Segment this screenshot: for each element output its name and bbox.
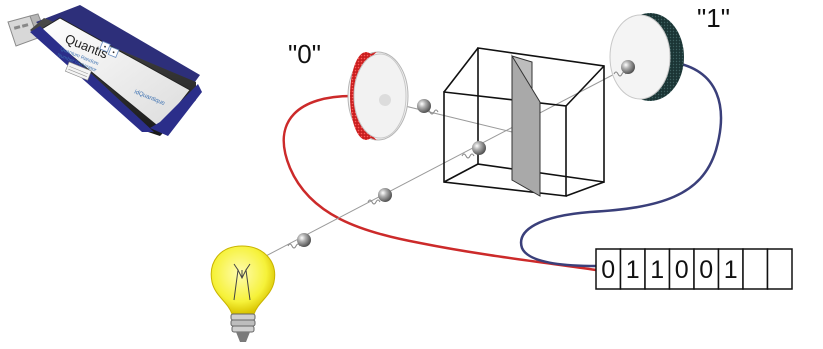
device-info-panel [64,61,92,81]
device-body [30,5,202,136]
bit-value: 1 [650,256,664,284]
photon-icon [417,99,439,115]
zero-detector-label: "0" [288,39,321,69]
bit-cell: 1 [644,248,671,290]
bit-cell: 1 [717,248,744,290]
bit-value: 1 [724,256,738,284]
one-detector-icon [609,13,684,101]
bit-cell: 1 [619,248,646,290]
bit-value: 1 [626,256,640,284]
bit-cell [742,248,769,290]
zero-detector-cable [282,94,597,272]
beam-splitter-cube-icon [443,47,605,197]
photon-icon [461,141,486,159]
bit-cell [766,248,793,290]
bit-value: 0 [601,256,615,284]
usb-device-icon: Quantis Quantum Random Number Generator … [7,5,202,136]
photon-icon [367,188,392,205]
one-detector-label: "1" [697,3,730,33]
photon-icon [287,233,311,249]
bit-value: 0 [699,256,713,284]
one-detector-cable [519,60,723,268]
bit-cell: 0 [668,248,695,290]
dice-icon [99,40,120,58]
zero-detector-icon [347,51,409,141]
photon-icon [613,60,635,77]
lightbulb-icon [210,245,276,342]
bit-value: 0 [675,256,689,284]
bit-cell: 0 [693,248,720,290]
bit-cell: 0 [595,248,622,290]
